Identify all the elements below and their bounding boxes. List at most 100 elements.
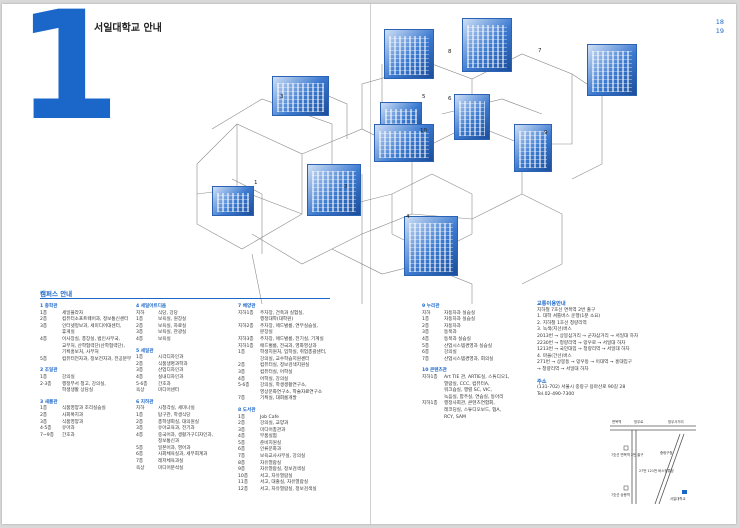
floor-label: 3층: [136, 368, 144, 374]
floor-label: 1층: [136, 412, 144, 418]
floor-content: 산업시스템경영과 실습실: [444, 343, 492, 349]
floor-label: 3층: [40, 419, 48, 425]
section-rule: [40, 298, 330, 299]
loc-label: 7호선 상봉역: [611, 492, 630, 497]
floor-label: 8층: [238, 460, 246, 466]
floor-label: 1층: [238, 414, 246, 420]
floor-content: 정보통신과: [158, 439, 180, 445]
building-photo-9: [514, 124, 552, 172]
floor-content: 인류문화과: [260, 447, 282, 453]
floor-label: 1층: [40, 374, 48, 380]
building-photo-8: [384, 29, 434, 79]
floor-label: 4층: [238, 434, 246, 440]
floor-label: 4층: [422, 336, 430, 342]
floor-content: 서고, 자유열람실: [260, 473, 293, 479]
floor-content: 강의실, 교수학습지원센터: [260, 356, 310, 362]
floor-label: 2층: [40, 317, 48, 323]
floor-content: 주차장, 애드벌룸, 연무실습실,: [260, 323, 319, 329]
floor-label: 1층: [238, 350, 246, 356]
floor-label: 4·5층: [40, 426, 52, 432]
floor-label: 지하1층: [422, 401, 438, 407]
floor-content: 부품실험: [260, 434, 277, 440]
transport-line: 2013번 → 상봉삼거리 → 군자삼거리 → 서일대 하차: [537, 333, 639, 339]
floor-content: 강의실, 교양과: [260, 421, 289, 427]
floor-content: 유아과: [62, 426, 75, 432]
building-heading: 8 도서관: [238, 407, 256, 413]
address-text: (131-702) 서울시 중랑구 용마산로 90길 28: [537, 385, 626, 391]
building-heading: 2 조일관: [40, 368, 58, 374]
floor-label: 4층: [136, 374, 144, 380]
floor-content: 행정부서 청고, 강의실,: [62, 381, 106, 387]
building-heading: 3 새롬관: [40, 399, 58, 405]
building-heading: 7 배양관: [238, 304, 256, 309]
floor-label: 2·3층: [40, 381, 52, 387]
floor-content: 보육교사사무실, 강의실: [260, 454, 306, 460]
floor-label: 5층: [136, 445, 144, 451]
transport-line: 271번 → 상봉동 → 망우동 → 이대역 → 홍대입구: [537, 360, 633, 366]
address-title: 주소: [537, 378, 547, 385]
floor-content: 휴게실: [62, 330, 75, 336]
floor-label: 4층: [136, 432, 144, 438]
section-number: 1: [16, 0, 121, 154]
transport-line: 2. 지하철 1호선 청량리역: [537, 320, 587, 326]
floor-content: 컴퓨터실, 어학실: [260, 369, 293, 375]
floor-label: 11층: [238, 480, 249, 486]
floor-content: Job Cafe: [260, 414, 280, 420]
floor-row: 기획홍보처, 사무처: [40, 350, 132, 357]
floor-label: 3층: [136, 330, 144, 336]
map-label: 5: [422, 94, 426, 100]
floor-label: 6층: [238, 447, 246, 453]
floor-label: 4층: [40, 336, 48, 342]
floor-label: 2층: [40, 412, 48, 418]
floor-content: 식품생명과학과: [158, 361, 188, 367]
page-number-left: 18: [715, 18, 724, 26]
floor-row: 강의실, 교수학습지원센터: [238, 357, 358, 364]
page-title: 서일대학교 안내: [94, 23, 162, 34]
map-label: 1: [254, 180, 258, 186]
floor-content: 컴퓨터전자과, 정보전자과, 전공분부: [62, 356, 132, 362]
floor-content: 워크숍실, 행렬 SC, VIC,: [444, 388, 492, 394]
floor-content: 보육실, 원장실: [158, 317, 187, 323]
floor-content: 서고, 대출실, 자유열람실: [260, 480, 309, 486]
floor-label: 5층: [238, 440, 246, 446]
floor-content: 기획실, 대회룸개발: [260, 396, 297, 402]
floor-row: 교무처, 산학협력단(산학협력단),: [40, 344, 132, 351]
building-photo-1: [212, 186, 254, 216]
floor-content: 자유열람실, 정보검색실: [260, 467, 306, 473]
floor-row: 4층 부품실험: [238, 434, 358, 441]
map-label: 10: [420, 128, 427, 134]
floor-label: 지하1층: [238, 343, 254, 349]
floor-content: 간호과: [62, 432, 75, 438]
building-photo-10: [374, 124, 434, 162]
floor-label: 4층: [238, 376, 246, 382]
floor-label: 1층: [136, 355, 144, 361]
floor-content: 시청각실, 세미나실: [158, 406, 195, 412]
campus-marker: [682, 490, 687, 494]
floor-row: 학생생활 상담실: [40, 388, 132, 395]
floor-content: 열람실, CCC, 컴퓨터A,: [444, 381, 490, 387]
floor-label: 7층: [238, 454, 246, 460]
